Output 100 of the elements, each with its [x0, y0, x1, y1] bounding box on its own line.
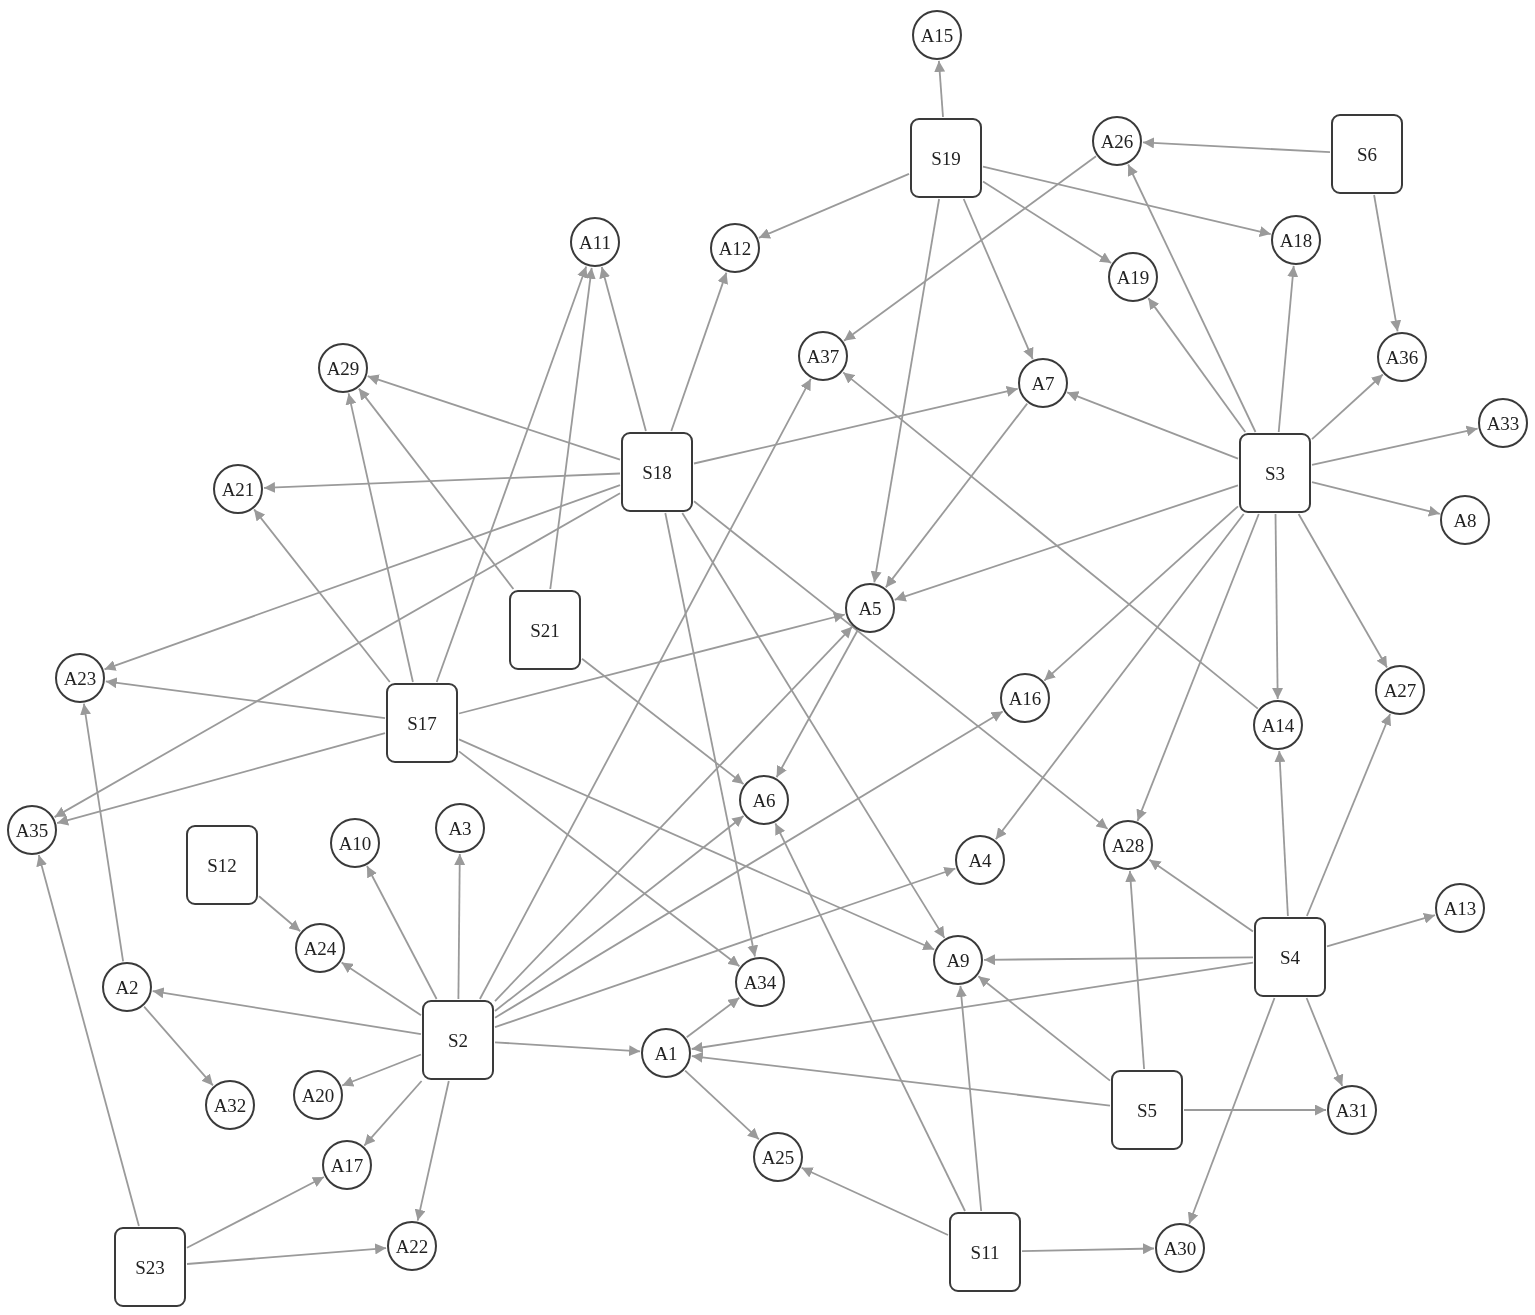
- arrow: [479, 378, 812, 1000]
- node-label: A24: [303, 938, 337, 958]
- arrow: [758, 172, 910, 239]
- arrow: [56, 732, 386, 826]
- arrow: [36, 854, 140, 1227]
- arrow: [151, 987, 422, 1035]
- node-label: A21: [221, 479, 255, 499]
- arrow: [962, 198, 1034, 360]
- square-node: [621, 432, 693, 512]
- node-label: A2: [115, 977, 139, 997]
- circle-node: [1440, 495, 1490, 545]
- arrow: [1311, 373, 1384, 441]
- arrow: [458, 738, 936, 951]
- circle-node: [933, 935, 983, 985]
- node-label: A28: [1111, 835, 1145, 855]
- arrow: [1305, 997, 1344, 1087]
- node-label: S12: [207, 855, 237, 875]
- node-label: S19: [931, 148, 961, 168]
- circle-node: [1092, 116, 1142, 166]
- arrow: [186, 1243, 387, 1265]
- circle-node: [7, 805, 57, 855]
- arrow: [494, 710, 1004, 1019]
- arrow: [1066, 391, 1239, 460]
- arrow: [774, 822, 966, 1212]
- arrow: [684, 1069, 760, 1141]
- circle-node: [845, 583, 895, 633]
- node-label: A7: [1031, 373, 1055, 393]
- circle-node: [102, 962, 152, 1012]
- circle-node: [1271, 215, 1321, 265]
- node-label: A23: [63, 668, 97, 688]
- node-label: S3: [1264, 463, 1286, 483]
- arrow: [870, 198, 940, 584]
- circle-node: [387, 1221, 437, 1271]
- node-label: A25: [761, 1147, 795, 1167]
- arrow: [494, 815, 745, 1012]
- square-node: [422, 1000, 494, 1080]
- arrow: [983, 954, 1254, 966]
- square-node: [186, 825, 258, 905]
- node-label: A11: [579, 232, 611, 252]
- arrow: [842, 371, 1259, 710]
- arrow: [1125, 870, 1145, 1070]
- circle-node: [1000, 673, 1050, 723]
- arrow: [884, 402, 1029, 589]
- square-node: [1254, 917, 1326, 997]
- node-label: S5: [1136, 1100, 1158, 1120]
- circle-node: [322, 1140, 372, 1190]
- arrow: [458, 750, 741, 968]
- node-label: A35: [15, 820, 49, 840]
- arrow: [693, 500, 1109, 830]
- square-node: [1239, 433, 1311, 513]
- node-label: A20: [301, 1085, 335, 1105]
- arrow: [340, 961, 422, 1017]
- node-label: A13: [1443, 898, 1477, 918]
- circle-node: [1108, 252, 1158, 302]
- arrow: [363, 1080, 423, 1147]
- node-label: A1: [654, 1043, 678, 1063]
- arrow: [1187, 997, 1276, 1225]
- arrow: [1272, 513, 1284, 700]
- node-label: A5: [858, 598, 882, 618]
- circle-node: [205, 1080, 255, 1130]
- arrow: [549, 266, 596, 590]
- arrow: [955, 985, 983, 1212]
- square-node: [910, 118, 982, 198]
- node-label: A19: [1116, 267, 1150, 287]
- arrow: [1311, 425, 1479, 466]
- node-label: A34: [743, 972, 777, 992]
- circle-node: [213, 464, 263, 514]
- arrow: [982, 180, 1112, 264]
- node-label: A4: [968, 850, 992, 870]
- node-label: A12: [718, 238, 752, 258]
- circle-node: [1155, 1223, 1205, 1273]
- arrow: [358, 387, 515, 590]
- arrow: [1326, 912, 1436, 948]
- arrow: [454, 853, 466, 1000]
- circle-node: [318, 343, 368, 393]
- arrow: [494, 866, 957, 1029]
- arrow: [599, 266, 647, 432]
- circle-node: [295, 923, 345, 973]
- arrow: [345, 392, 414, 683]
- node-label: A26: [1100, 131, 1134, 151]
- node-label: S6: [1356, 144, 1378, 164]
- arrow: [977, 975, 1111, 1082]
- arrow: [494, 625, 853, 1003]
- node-label: S4: [1279, 947, 1301, 967]
- circle-node: [293, 1070, 343, 1120]
- arrow: [1311, 481, 1441, 517]
- circle-node: [739, 775, 789, 825]
- arrow: [186, 1176, 325, 1249]
- node-label: A16: [1008, 688, 1042, 708]
- arrow: [1148, 858, 1254, 933]
- node-label: A37: [806, 346, 840, 366]
- arrow: [800, 1166, 949, 1236]
- arrow: [103, 484, 621, 671]
- arrow: [366, 865, 438, 1000]
- circle-node: [1435, 883, 1485, 933]
- circle-node: [753, 1132, 803, 1182]
- square-node: [386, 683, 458, 763]
- arrow: [982, 165, 1272, 237]
- arrow: [253, 508, 391, 683]
- circle-node: [710, 223, 760, 273]
